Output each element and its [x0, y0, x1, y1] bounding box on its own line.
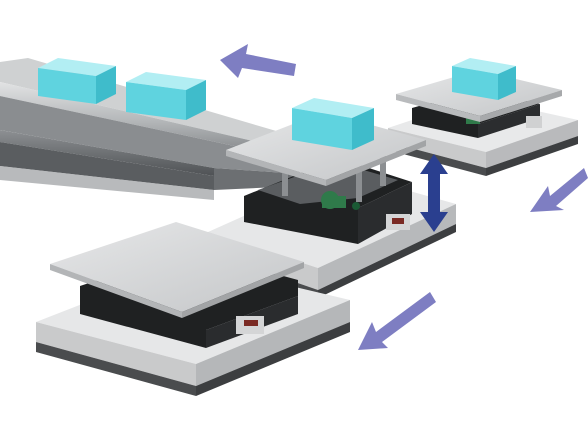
flow-arrow-down-left-bottom — [358, 292, 436, 350]
cube — [292, 98, 374, 150]
lift-unit-back — [388, 70, 578, 176]
lift-unit-middle — [208, 112, 456, 298]
lift-arrow-up-down — [420, 154, 448, 232]
cube — [126, 72, 206, 120]
flow-arrow-left — [220, 44, 296, 78]
flow-arrow-down-left — [530, 168, 588, 212]
lift-unit-front — [36, 222, 350, 396]
cube — [452, 58, 516, 100]
cube — [38, 58, 116, 104]
